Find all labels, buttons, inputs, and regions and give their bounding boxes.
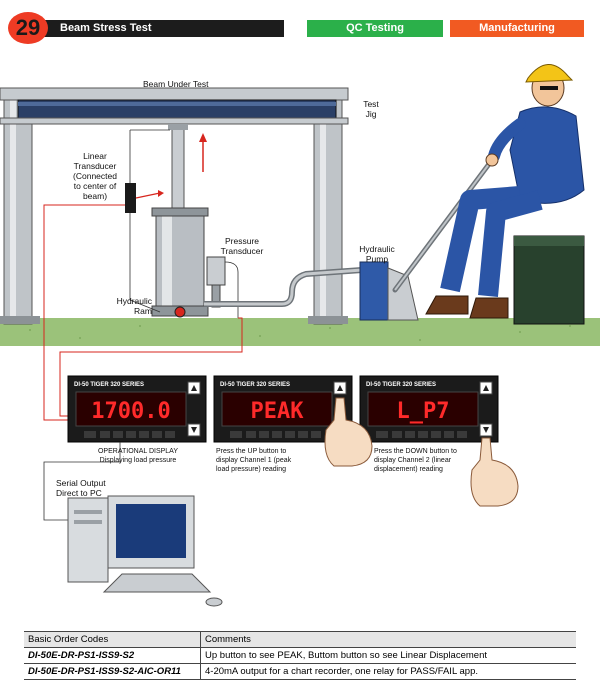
meter-2-series: DI-50 TIGER 320 SERIES <box>220 382 290 388</box>
jig-crossbar <box>0 87 349 101</box>
ram-fitting <box>174 306 186 318</box>
header-order-codes: Basic Order Codes <box>24 631 201 648</box>
linear-transducer-label: Linear Transducer (Connected to center o… <box>73 151 117 201</box>
meter-1-display: 1700.0 <box>91 399 170 424</box>
test-jig-label: Test Jig <box>363 99 379 119</box>
jig-right-leg <box>313 95 343 325</box>
hydraulic-pump <box>359 261 389 321</box>
pressure-signal-wire <box>59 317 243 417</box>
linear-transducer <box>125 183 136 213</box>
meter-3-series: DI-50 TIGER 320 SERIES <box>366 382 436 388</box>
beam-label: Beam Under Test <box>143 79 209 89</box>
serial-cable <box>43 442 121 521</box>
hydraulic-ram-label: Hydraulic Ram <box>116 296 152 316</box>
meter-3 <box>359 375 499 443</box>
manufacturing-tag: Manufacturing <box>450 20 584 37</box>
meter-1-caption: OPERATIONAL DISPLAY Displaying load pres… <box>97 448 178 464</box>
order-comment: 4-20mA output for a chart recorder, one … <box>200 663 576 680</box>
worker <box>425 64 585 319</box>
hand-up-icon <box>324 397 373 467</box>
meter-2-caption: Press the UP button to display Channel 1… <box>216 448 292 473</box>
meter-2-up-button[interactable] <box>337 385 343 391</box>
meter-3-display: L_P7 <box>397 399 450 424</box>
table-row: DI-50E-DR-PS1-ISS9-S2-AIC-OR11 4-20mA ou… <box>24 663 576 680</box>
page-title: Beam Stress Test <box>60 22 152 34</box>
computer <box>67 495 223 607</box>
meter-3-caption: Press the DOWN button to display Channel… <box>374 448 457 473</box>
meter-3-down-button[interactable] <box>483 427 489 433</box>
order-comment: Up button to see PEAK, Buttom button so … <box>200 647 576 664</box>
order-code: DI-50E-DR-PS1-ISS9-S2-AIC-OR11 <box>24 663 201 680</box>
ground <box>0 318 600 346</box>
pressure-transducer <box>206 256 226 286</box>
stool <box>513 235 585 325</box>
table-header-row: Basic Order Codes Comments <box>24 631 576 648</box>
linear-signal-wire <box>43 204 125 421</box>
order-code: DI-50E-DR-PS1-ISS9-S2 <box>24 647 201 664</box>
serial-output-label: Serial Output Direct to PC <box>56 478 106 498</box>
meter-1-up-button[interactable] <box>191 385 197 391</box>
number-badge: 29 <box>8 12 48 44</box>
ground-texture <box>29 325 571 341</box>
hydraulic-pump-label: Hydraulic Pump <box>359 244 395 264</box>
meter-2 <box>213 375 353 443</box>
ram-rod <box>171 123 185 213</box>
meter-1-down-button[interactable] <box>191 427 197 433</box>
up-arrow <box>199 133 207 142</box>
jig-left-leg <box>3 95 33 325</box>
order-codes-table: Basic Order Codes Comments DI-50E-DR-PS1… <box>24 631 576 680</box>
title-bar: Beam Stress Test <box>40 20 284 37</box>
meter-2-display: PEAK <box>251 399 305 424</box>
hand-down-icon <box>470 437 519 507</box>
meter-3-up-button[interactable] <box>483 385 489 391</box>
qc-testing-tag: QC Testing <box>307 20 443 37</box>
meter-1-series: DI-50 TIGER 320 SERIES <box>74 382 144 388</box>
header-comments: Comments <box>200 631 576 648</box>
pressure-transducer-label: Pressure Transducer <box>220 236 264 256</box>
table-row: DI-50E-DR-PS1-ISS9-S2 Up button to see P… <box>24 647 576 664</box>
